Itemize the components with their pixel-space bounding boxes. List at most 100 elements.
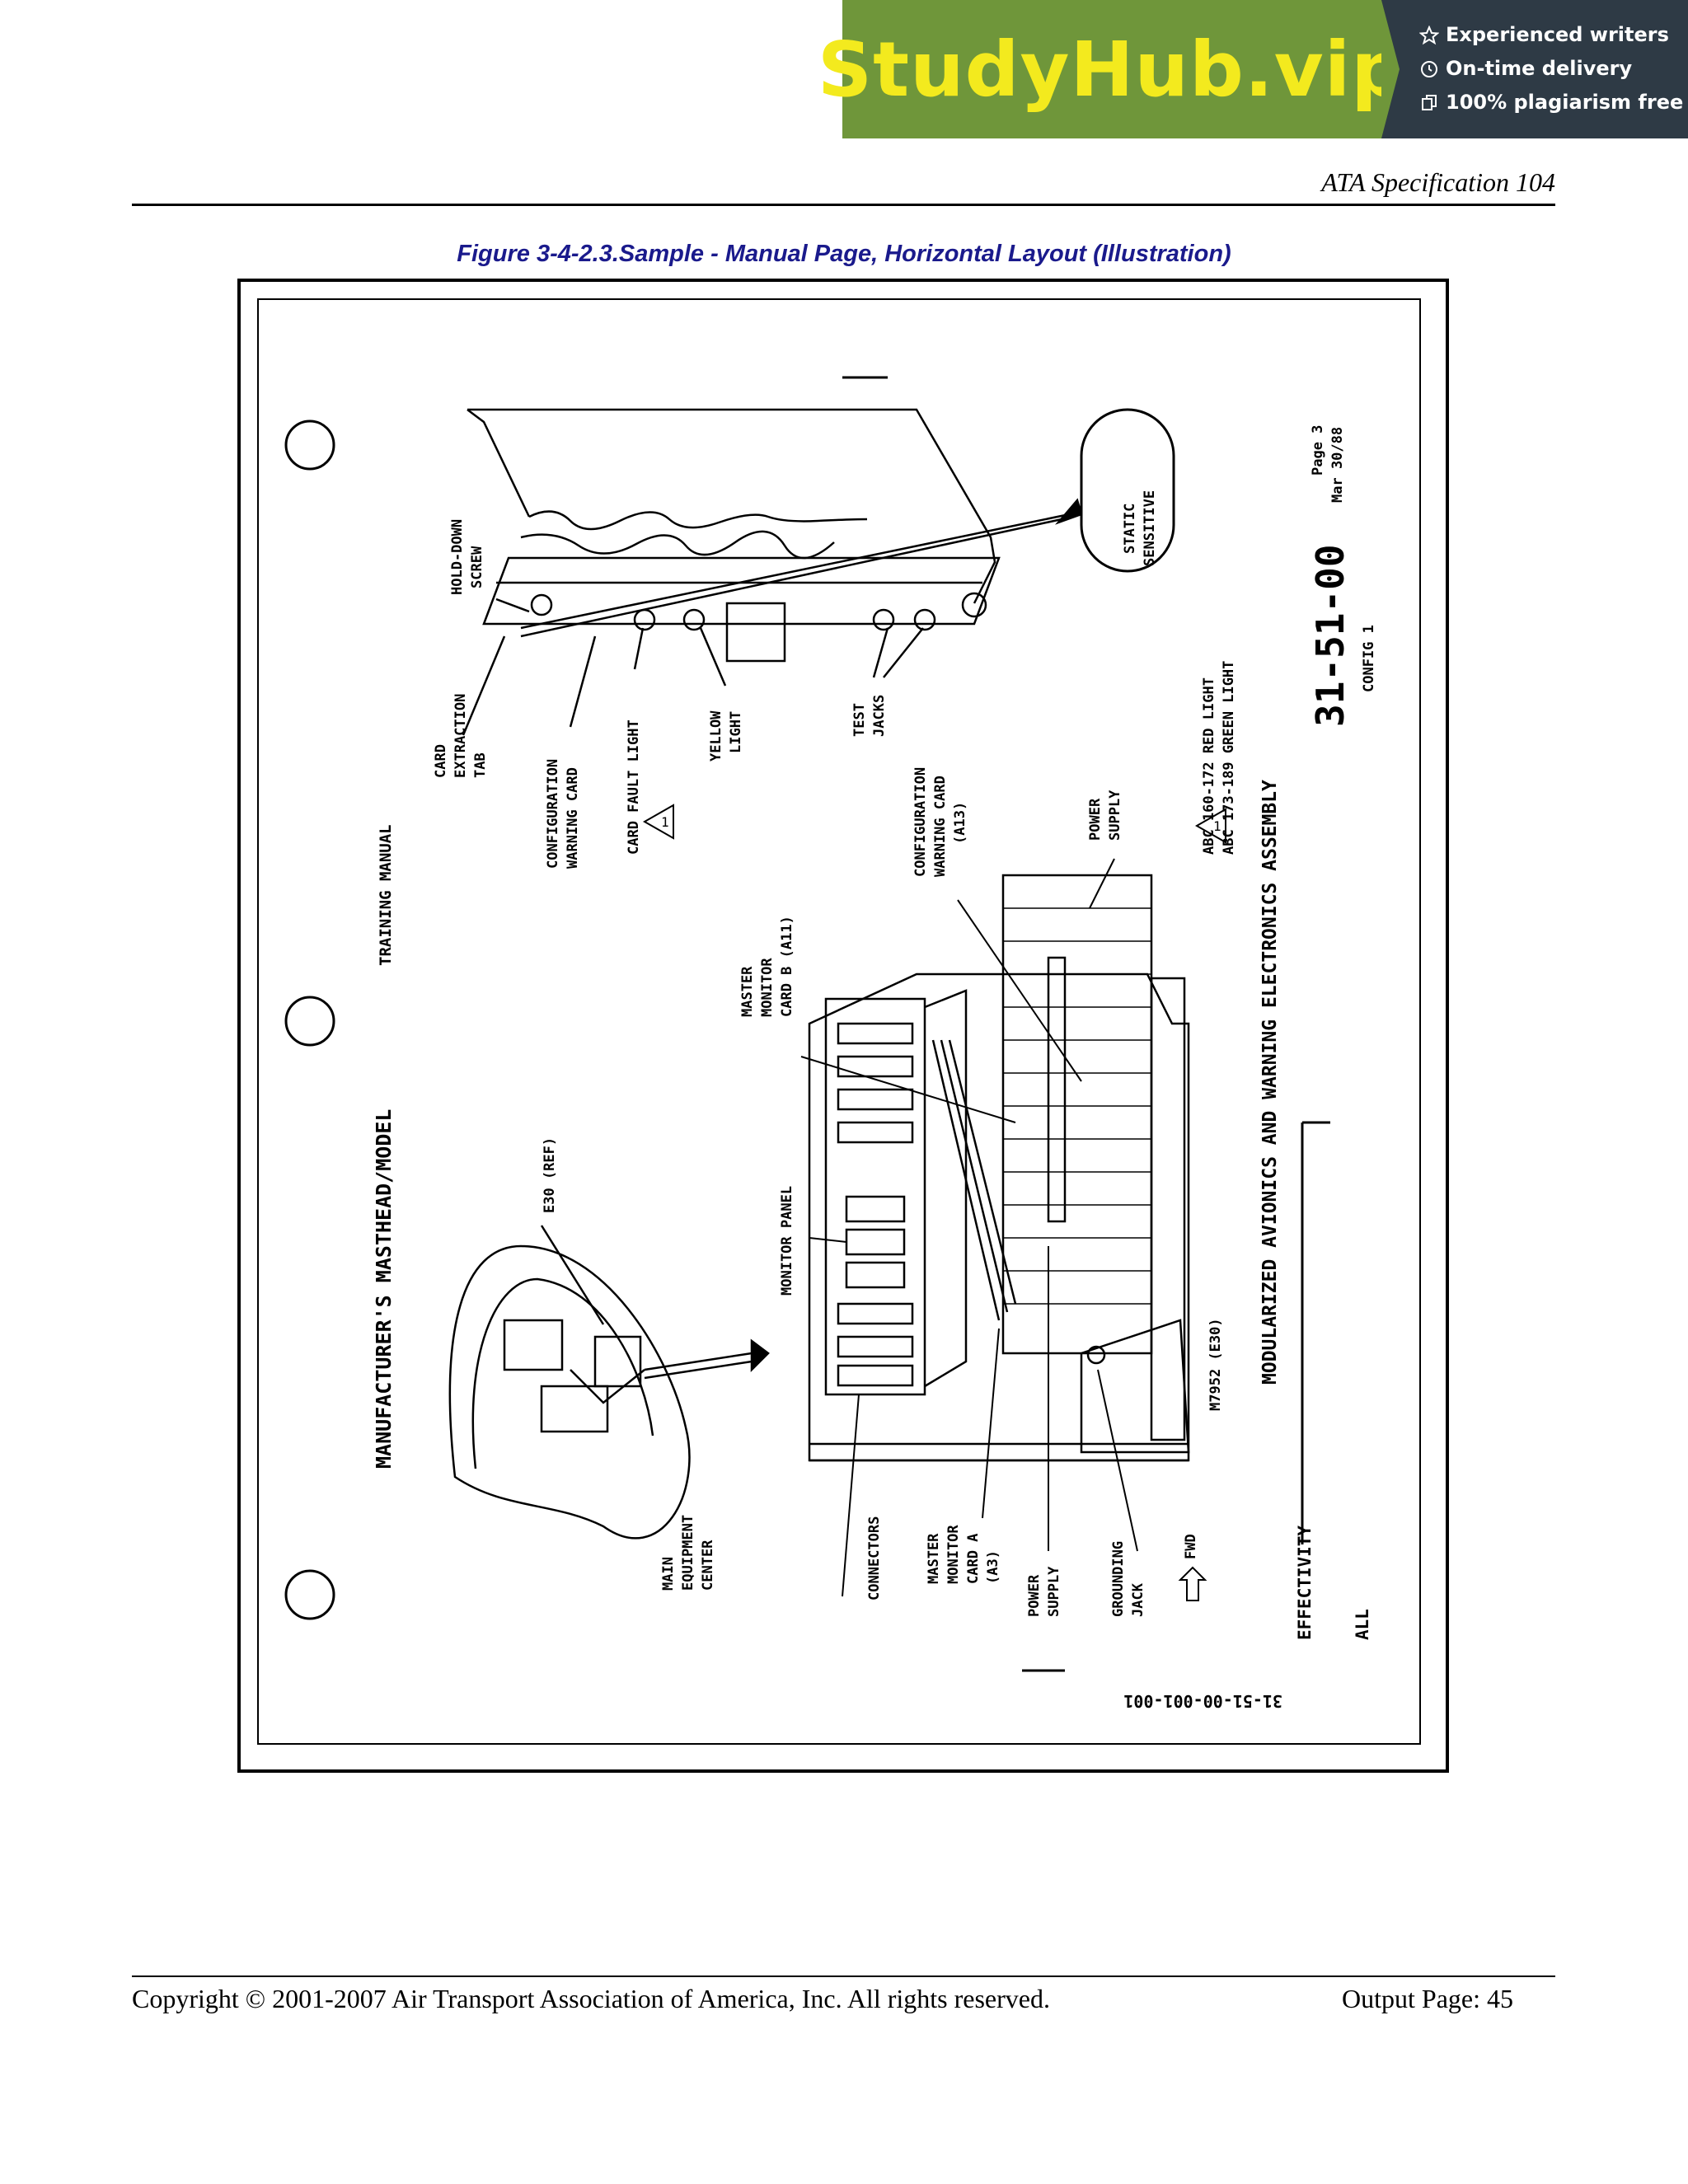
label-power-supply-bottom: SUPPLY: [1046, 1566, 1062, 1617]
label-main-equipment-center: EQUIPMENT: [680, 1515, 696, 1591]
effectivity-label: EFFECTIVITY: [1295, 1526, 1315, 1640]
label-master-monitor-card-a: MONITOR: [945, 1525, 962, 1584]
label-m7952: M7952 (E30): [1207, 1318, 1224, 1411]
leader-line: [982, 1328, 1000, 1519]
label-master-monitor-card-a: MASTER: [926, 1533, 942, 1584]
document-header-title: ATA Specification 104: [1321, 167, 1555, 197]
aircraft-nose-drawing: [448, 1225, 770, 1540]
binder-hole: [284, 996, 335, 1047]
label-fwd: FWD: [1183, 1534, 1199, 1559]
label-yellow-light: LIGHT: [728, 711, 744, 753]
leader-line: [462, 635, 506, 736]
label-master-monitor-card-a: CARD A: [965, 1534, 982, 1584]
page-number-text: Page 3: [1310, 425, 1326, 476]
footer-copyright: Copyright © 2001-2007 Air Transport Asso…: [132, 1984, 1050, 2013]
label-hold-down-screw: SCREW: [469, 546, 485, 588]
label-static-sensitive: SENSITIVE: [1142, 490, 1158, 566]
fwd-arrow-icon: [1178, 1566, 1207, 1601]
label-configuration-warning-card-a13: (A13): [952, 802, 968, 844]
label-master-monitor-card-b: CARD B (A11): [779, 916, 795, 1017]
banner-logo-area: StudyHub.vip: [818, 0, 1405, 138]
banner-perks-area: Experienced writers On-time delivery 100…: [1381, 0, 1688, 138]
leader-line: [699, 627, 727, 687]
copy-icon: [1422, 94, 1437, 110]
perk-item: On-time delivery: [1419, 52, 1683, 86]
date-text: Mar 30/88: [1329, 427, 1346, 503]
assembly-title: MODULARIZED AVIONICS AND WARNING ELECTRO…: [1259, 780, 1281, 1385]
arrow-head: [1055, 498, 1083, 525]
label-monitor-panel: MONITOR PANEL: [779, 1186, 795, 1296]
manual-type-text: TRAINING MANUAL: [377, 824, 395, 966]
leader-line: [809, 1237, 847, 1243]
leader-line: [1097, 1369, 1138, 1552]
card-drawing: [467, 408, 1001, 663]
note-line: ABC 160-172 RED LIGHT: [1201, 677, 1217, 855]
config-text: CONFIG 1: [1361, 625, 1377, 692]
label-master-monitor-card-b: MONITOR: [759, 958, 776, 1017]
leader-line: [520, 511, 1078, 630]
label-master-monitor-card-a: (A3): [985, 1550, 1001, 1584]
label-static-sensitive: STATIC: [1122, 504, 1138, 554]
label-configuration-warning-card-a13: WARNING CARD: [932, 776, 949, 877]
perk-item: Experienced writers: [1419, 18, 1683, 52]
note-triangle-icon: [642, 804, 674, 840]
footer-output-page: Output Page: 45: [1342, 1984, 1513, 2013]
label-grounding-jack: JACK: [1130, 1582, 1146, 1617]
masthead-text: MANUFACTURER'S MASTHEAD/MODEL: [372, 1109, 396, 1469]
label-main-equipment-center: CENTER: [700, 1540, 716, 1591]
clock-icon: [1421, 60, 1437, 77]
effectivity-value: ALL: [1353, 1609, 1372, 1640]
figure-id: 31-51-00-001-001: [1123, 1691, 1282, 1711]
label-card-fault-light: CARD FAULT LIGHT: [626, 719, 642, 855]
binder-hole: [284, 1569, 335, 1620]
label-configuration-warning-card: CONFIGURATION: [545, 759, 561, 869]
leader-line: [520, 515, 1074, 638]
label-configuration-warning-card: WARNING CARD: [565, 767, 581, 869]
perk-label: 100% plagiarism free: [1446, 91, 1684, 114]
leader-line: [883, 627, 924, 678]
label-power-supply-top: POWER: [1087, 798, 1104, 841]
footer-rule: [132, 1975, 1555, 1977]
note-marker: 1: [661, 814, 669, 830]
perk-label: Experienced writers: [1446, 23, 1669, 46]
label-hold-down-screw: HOLD-DOWN: [449, 519, 466, 595]
document-number: 31-51-00: [1308, 544, 1353, 727]
leader-line: [800, 1056, 1016, 1123]
figure-caption: Figure 3-4-2.3.Sample - Manual Page, Hor…: [457, 241, 1231, 267]
leader-line: [842, 1394, 860, 1597]
label-power-supply-bottom: POWER: [1026, 1574, 1043, 1617]
studyhub-banner[interactable]: StudyHub.vip Experienced writers On-time…: [818, 0, 1688, 138]
label-master-monitor-card-b: MASTER: [739, 966, 756, 1017]
label-card-extraction-tab: TAB: [472, 752, 489, 778]
electronics-assembly-drawing: [808, 874, 1190, 1462]
leader-line: [1089, 858, 1115, 909]
illustration-frame-inner: [257, 298, 1421, 1745]
leader-line: [495, 598, 530, 613]
binder-hole: [284, 419, 335, 471]
illustration-frame-outer: [237, 279, 1449, 1773]
leader-line: [633, 627, 645, 670]
banner-notch: [1381, 0, 1400, 138]
label-configuration-warning-card-a13: CONFIGURATION: [912, 767, 929, 877]
label-test-jacks: TEST: [851, 703, 868, 737]
label-main-equipment-center: MAIN: [660, 1557, 677, 1591]
label-card-extraction-tab: EXTRACTION: [452, 694, 469, 778]
label-card-extraction-tab: CARD: [433, 744, 449, 778]
label-test-jacks: JACKS: [871, 695, 888, 737]
leader-line: [872, 627, 889, 678]
label-grounding-jack: GROUNDING: [1110, 1541, 1127, 1617]
label-power-supply-top: SUPPLY: [1107, 790, 1123, 841]
manual-page-illustration: MANUFACTURER'S MASTHEAD/MODEL TRAINING M…: [284, 376, 1377, 1711]
header-rule: [132, 204, 1555, 206]
note-line: ABC 173-189 GREEN LIGHT: [1221, 661, 1237, 855]
perks-list: Experienced writers On-time delivery 100…: [1419, 18, 1683, 120]
label-e30-ref: E30 (REF): [542, 1137, 558, 1213]
static-sensitive-oval: [1080, 408, 1175, 573]
note-triangle-icon: [1194, 808, 1226, 844]
note-marker: 1: [1213, 818, 1221, 834]
star-icon: [1419, 25, 1439, 45]
label-connectors: CONNECTORS: [866, 1516, 883, 1601]
studyhub-logo: StudyHub.vip: [817, 25, 1407, 114]
perk-label: On-time delivery: [1446, 57, 1633, 80]
perk-item: 100% plagiarism free: [1419, 86, 1683, 120]
